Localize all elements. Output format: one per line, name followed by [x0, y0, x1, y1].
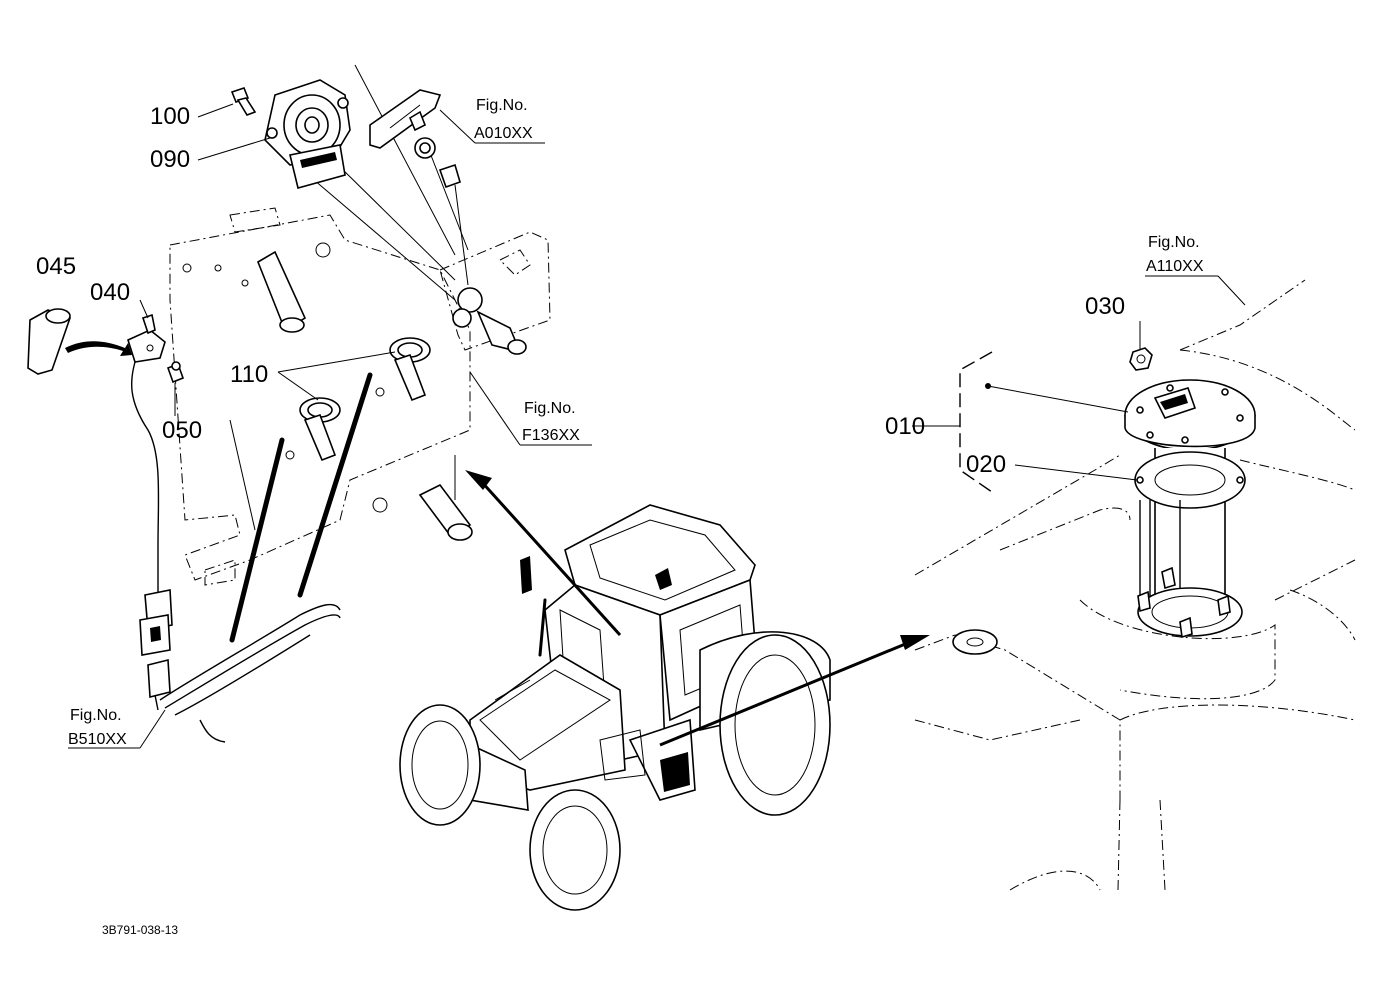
- tractor-illustration: [399, 504, 831, 911]
- part-030-nut: [1129, 347, 1153, 371]
- fig-ref-f136-code: F136XX: [522, 427, 580, 444]
- fig-ref-a110-title: Fig.No.: [1148, 234, 1200, 251]
- fig-ref-a010-title: Fig.No.: [476, 97, 528, 114]
- fig-ref-b510-code: B510XX: [68, 731, 127, 748]
- label-100: 100: [150, 103, 190, 130]
- label-030: 030: [1085, 293, 1125, 320]
- part-100-screw: [230, 87, 257, 116]
- link-plate: [369, 89, 461, 189]
- guide-lines: [229, 64, 469, 531]
- bracket-010: [959, 351, 1129, 493]
- wire-harness: [131, 361, 341, 743]
- part-110-clamps: [285, 337, 431, 462]
- leader-lines: [68, 103, 1246, 749]
- left-arrows: [229, 372, 373, 643]
- label-110: 110: [230, 361, 268, 388]
- label-090: 090: [150, 146, 190, 173]
- label-040: 040: [90, 279, 130, 306]
- fig-ref-a110-code: A110XX: [1146, 258, 1204, 275]
- label-020: 020: [966, 451, 1006, 478]
- fig-ref-f136-title: Fig.No.: [524, 400, 576, 417]
- fig-ref-b510-title: Fig.No.: [70, 707, 122, 724]
- part-010-sender: [1124, 379, 1256, 639]
- part-050-nut: [166, 361, 185, 384]
- bracket-plate: [169, 207, 473, 586]
- drawing-code: 3B791-038-13: [102, 923, 178, 937]
- fuel-tank: [914, 279, 1356, 891]
- part-040-switch: [127, 313, 166, 363]
- label-050: 050: [162, 417, 202, 444]
- fig-ref-a010-code: A010XX: [474, 125, 533, 142]
- tractor-arrows: [465, 470, 930, 747]
- part-090-sensor: [264, 79, 351, 189]
- part-045-tube: [27, 308, 132, 375]
- bracket-right: [439, 231, 551, 355]
- label-010: 010: [885, 413, 925, 440]
- label-045: 045: [36, 253, 76, 280]
